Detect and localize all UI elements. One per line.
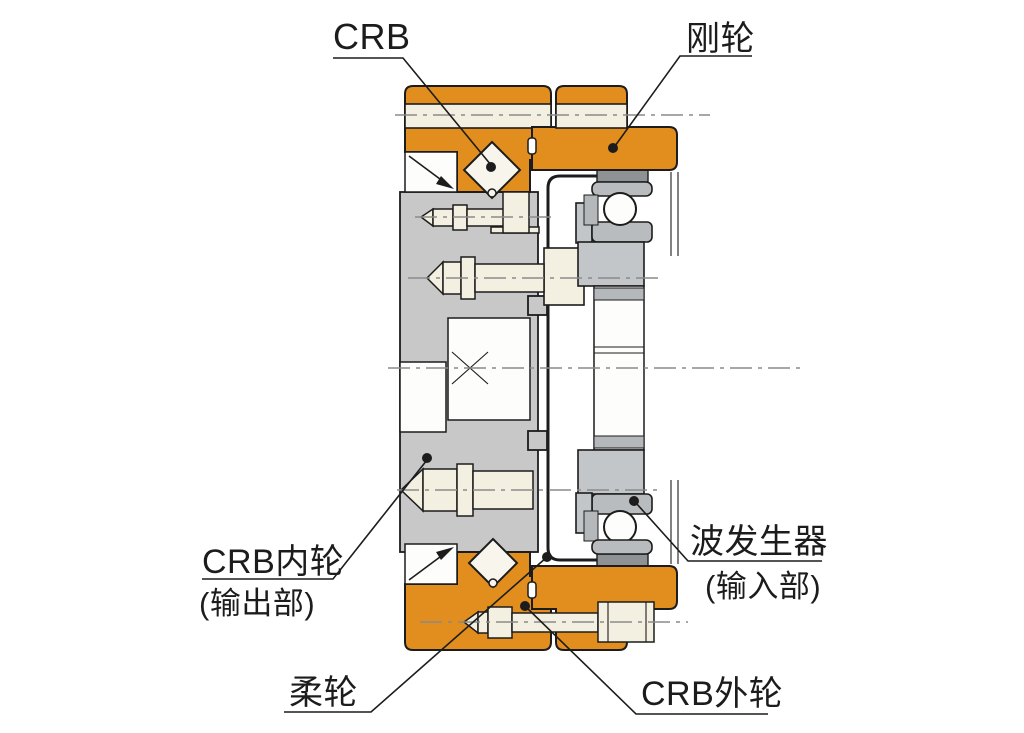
label-crb-inner-ring-sub: (输出部) <box>199 586 315 621</box>
label-crb-inner-ring: CRB内轮 <box>202 543 344 581</box>
hub-band-top <box>593 287 645 301</box>
label-wave-generator-sub: (输入部) <box>705 569 821 604</box>
center-bore <box>447 317 531 421</box>
centerlines <box>388 114 806 623</box>
label-flexspline: 柔轮 <box>289 674 358 712</box>
wave-generator-hub-bottom <box>577 449 645 495</box>
bearing-outer-race-bottom <box>591 539 653 555</box>
leader-crb-outer-ring <box>525 606 768 715</box>
leader-crb <box>333 57 492 166</box>
housing-seam-slot-top <box>527 137 537 155</box>
wave-generator-hub-top <box>577 241 645 287</box>
hub-band-bottom <box>593 435 645 449</box>
label-rigid-spline: 刚轮 <box>686 20 755 58</box>
leader-rigid-spline <box>614 55 752 147</box>
leader-wave-generator <box>635 502 822 562</box>
leader-flexspline <box>284 556 548 713</box>
bolt-hole-band-left <box>404 103 552 129</box>
label-crb: CRB <box>333 16 411 57</box>
label-crb-outer-ring: CRB外轮 <box>641 675 783 713</box>
leader-crb-inner-ring <box>202 459 428 580</box>
seal-arrow-top <box>436 176 454 189</box>
label-wave-generator: 波发生器 <box>690 523 828 561</box>
seal-pocket-top <box>404 151 458 193</box>
rigid-spline-section <box>527 85 678 171</box>
housing-seam-slot-bottom <box>527 581 537 599</box>
seal-pocket-bottom <box>404 543 458 585</box>
labels: CRB 刚轮 CRB内轮 (输出部) 柔轮 CRB外轮 波发生器 (输入部) <box>199 16 828 713</box>
label-leaders <box>202 55 822 715</box>
bearing-cage-top <box>583 194 599 226</box>
bolt-hole-band-right <box>555 103 628 129</box>
flexspline-teeth-top <box>596 169 649 183</box>
bearing-ball-bottom <box>603 510 637 544</box>
diaphragm-boss-bottom <box>527 430 548 451</box>
bearing-cage-bottom <box>583 510 599 542</box>
flange-recess <box>399 361 447 433</box>
seal-arrow-bottom <box>436 547 454 560</box>
bearing-ball-top <box>603 192 637 226</box>
flexspline-teeth-bottom <box>596 553 649 567</box>
crb-roller-bottom <box>467 537 519 589</box>
